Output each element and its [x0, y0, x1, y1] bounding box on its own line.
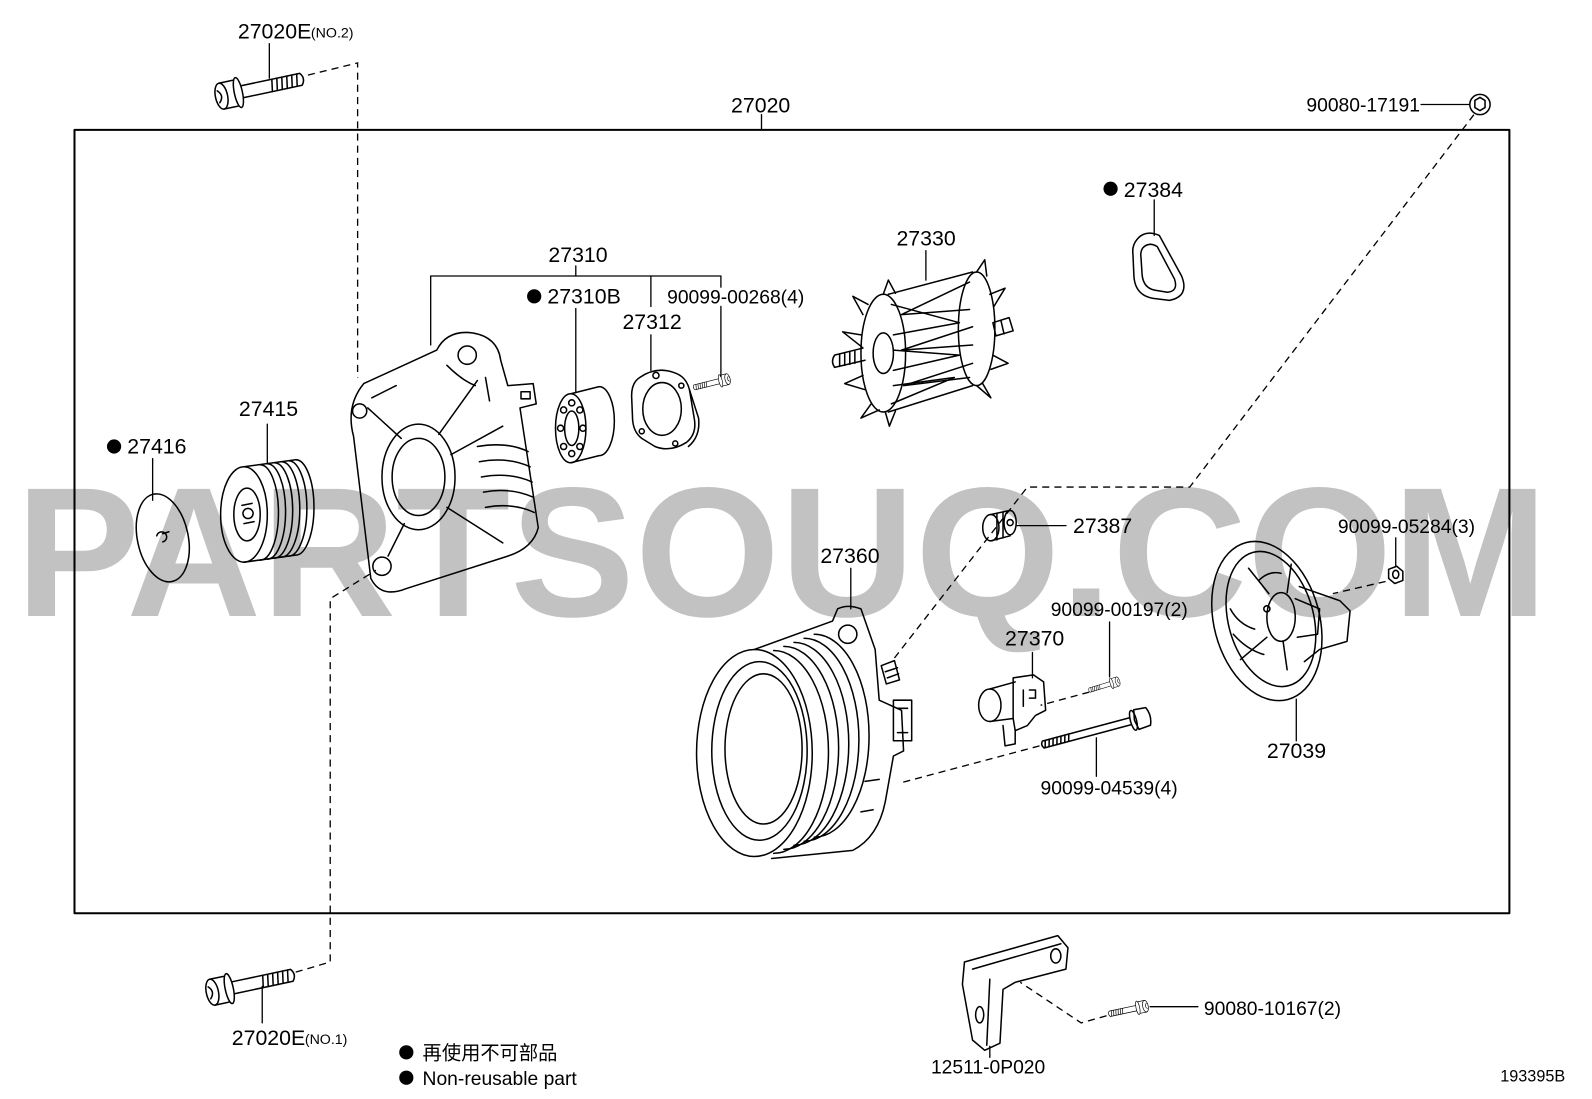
assembly-dashed-lines [295, 62, 1475, 1024]
label-bolt-no2: 27020E [238, 20, 311, 44]
dashed-line-bolt-no1 [295, 569, 377, 973]
bolt-no1-drawing [202, 959, 299, 1010]
watermark-text: PARTSOUQ.COM [16, 450, 1548, 656]
label-cover-nut: 90099-05284(3) [1338, 517, 1475, 538]
label-bolt-no1-suffix: (NO.1) [305, 1032, 348, 1048]
label-stator-frame: 27360 [820, 544, 879, 568]
pulley-drawing [219, 458, 315, 563]
label-gasket: 27384 [1124, 178, 1183, 202]
label-bracket: 12511-0P020 [931, 1058, 1045, 1079]
label-through-bolt: 90099-04539(4) [1041, 779, 1178, 800]
label-plate-screw: 90099-00268(4) [667, 287, 804, 308]
terminal-drawing [981, 509, 1017, 542]
through-bolt-drawing [1040, 706, 1152, 749]
drive-frame-drawing [350, 331, 540, 593]
legend-marker [399, 1045, 414, 1060]
dashed-line-through-bolt [898, 745, 1040, 785]
label-rotor: 27330 [896, 227, 955, 251]
retainer-plate-drawing [630, 369, 700, 450]
label-bearing: 27310B [547, 284, 620, 308]
label-pulley: 27415 [239, 397, 298, 421]
bolt-no2-drawing [211, 63, 308, 114]
non-reusable-marker [527, 289, 542, 304]
regulator-screw-drawing [1086, 675, 1122, 696]
label-bolt-no2-suffix: (NO.2) [311, 26, 354, 42]
bracket-bolt-drawing [1106, 998, 1150, 1022]
non-reusable-marker [1103, 181, 1118, 196]
label-assembly: 27020 [731, 94, 790, 118]
legend-marker [399, 1070, 414, 1085]
label-regulator: 27370 [1005, 626, 1064, 650]
top-nut-drawing [1469, 93, 1491, 116]
label-top-nut: 90080-17191 [1306, 96, 1420, 117]
label-bracket-bolt: 90080-10167(2) [1204, 999, 1341, 1020]
label-bolt-no1: 27020E [232, 1026, 305, 1050]
label-drive-frame: 27310 [548, 243, 607, 267]
pulley-cap-drawing [135, 493, 191, 583]
figure-id: 193395B [1500, 1068, 1565, 1086]
assembly-frame [73, 128, 1511, 915]
gasket-drawing [1131, 232, 1185, 302]
label-retainer-plate: 27312 [622, 310, 681, 334]
leader-drive-frame-bar [430, 265, 722, 346]
label-terminal: 27387 [1073, 514, 1132, 538]
leader-lines [151, 42, 1471, 1059]
legend-item-english: Non-reusable part [423, 1069, 578, 1090]
non-reusable-marker [106, 439, 122, 454]
dashed-line-cover-nut [1332, 580, 1386, 595]
legend-item-japanese: 再使用不可部品 [423, 1042, 558, 1064]
plate-screw-drawing [691, 371, 732, 395]
dashed-line-bolt-no2 [307, 62, 359, 378]
rear-cover-drawing [1210, 540, 1351, 702]
legend: 再使用不可部品 Non-reusable part [399, 1042, 578, 1090]
label-regulator-screw: 90099-00197(2) [1051, 600, 1188, 621]
label-pulley-cap: 27416 [127, 435, 186, 459]
regulator-drawing [977, 674, 1047, 747]
dashed-line-regulator-screw [1040, 691, 1090, 706]
cover-nut-drawing [1387, 565, 1404, 585]
rotor-drawing [831, 259, 1014, 427]
dashed-line-bracket-bolt [1019, 981, 1107, 1024]
dashed-line-top-nut [891, 114, 1475, 662]
stator-frame-drawing [695, 605, 913, 860]
label-rear-cover: 27039 [1267, 739, 1326, 763]
bracket-drawing [961, 934, 1069, 1052]
bearing-drawing [554, 385, 616, 464]
